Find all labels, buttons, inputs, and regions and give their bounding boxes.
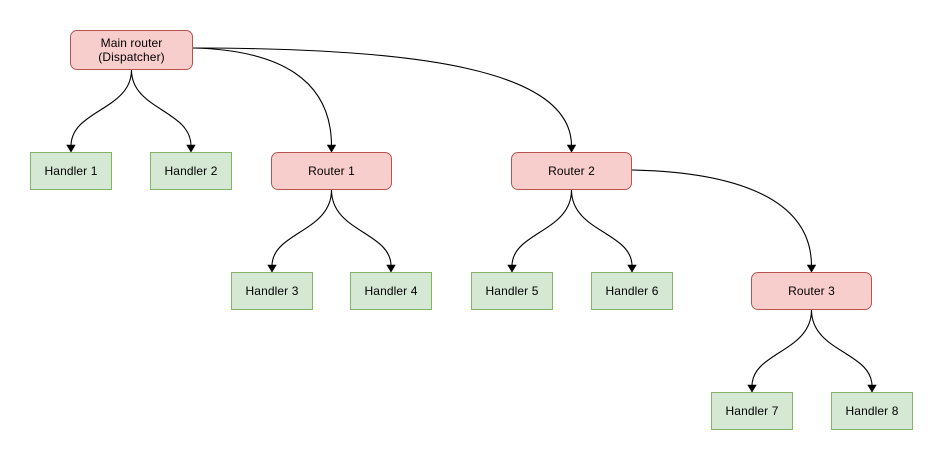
- node-handler-1[interactable]: Handler 1: [30, 152, 112, 190]
- arrowhead-icon: [267, 264, 277, 273]
- node-router-1[interactable]: Router 1: [271, 152, 392, 190]
- node-label: Handler 2: [164, 164, 218, 178]
- edge-path: [751, 309, 813, 387]
- node-label: Handler 3: [245, 284, 299, 298]
- edge-router-3-to-handler-7: [747, 309, 813, 393]
- node-handler-6[interactable]: Handler 6: [591, 272, 673, 310]
- edge-path: [330, 189, 392, 267]
- edge-router-2-to-handler-6: [570, 189, 637, 273]
- node-handler-3[interactable]: Handler 3: [231, 272, 313, 310]
- arrowhead-icon: [186, 144, 196, 153]
- node-label: Handler 6: [605, 284, 659, 298]
- edge-router-1-to-handler-4: [330, 189, 396, 273]
- node-label: Handler 4: [364, 284, 418, 298]
- edge-router-2-to-router-3: [631, 169, 817, 273]
- edge-main-to-handler-2: [130, 69, 196, 153]
- node-router-2[interactable]: Router 2: [511, 152, 632, 190]
- edge-main-to-handler-1: [66, 69, 133, 153]
- arrowhead-icon: [386, 264, 396, 273]
- node-handler-8[interactable]: Handler 8: [831, 392, 913, 430]
- arrowhead-icon: [806, 264, 817, 273]
- arrowhead-icon: [867, 384, 877, 393]
- arrowhead-icon: [627, 264, 637, 273]
- edge-router-2-to-handler-5: [507, 189, 573, 273]
- arrowhead-icon: [747, 384, 757, 393]
- node-label: Router 1: [308, 164, 355, 178]
- edge-main-to-router-2: [192, 47, 577, 153]
- arrowhead-icon: [507, 264, 517, 273]
- edge-path: [70, 69, 133, 147]
- node-handler-5[interactable]: Handler 5: [471, 272, 553, 310]
- edge-path: [192, 47, 333, 147]
- node-main-router[interactable]: Main router (Dispatcher): [70, 30, 193, 70]
- node-label: Handler 1: [44, 164, 98, 178]
- node-handler-4[interactable]: Handler 4: [350, 272, 432, 310]
- node-label: Handler 8: [845, 404, 899, 418]
- node-router-3[interactable]: Router 3: [751, 272, 872, 310]
- node-label: Router 3: [788, 284, 835, 298]
- edge-path: [271, 189, 333, 267]
- node-label: Handler 7: [725, 404, 779, 418]
- node-handler-7[interactable]: Handler 7: [711, 392, 793, 430]
- edge-path: [511, 189, 573, 267]
- edge-path: [810, 309, 873, 387]
- node-handler-2[interactable]: Handler 2: [150, 152, 232, 190]
- edge-path: [570, 189, 633, 267]
- arrowhead-icon: [66, 144, 76, 153]
- edge-path: [130, 69, 192, 147]
- edge-path: [192, 47, 573, 147]
- edge-main-to-router-1: [192, 47, 337, 153]
- node-label: Main router (Dispatcher): [98, 36, 165, 64]
- arrowhead-icon: [326, 144, 337, 153]
- edge-router-1-to-handler-3: [267, 189, 333, 273]
- node-label: Handler 5: [485, 284, 539, 298]
- edge-path: [631, 169, 813, 267]
- node-label: Router 2: [548, 164, 595, 178]
- arrowhead-icon: [566, 144, 577, 153]
- edge-router-3-to-handler-8: [810, 309, 877, 393]
